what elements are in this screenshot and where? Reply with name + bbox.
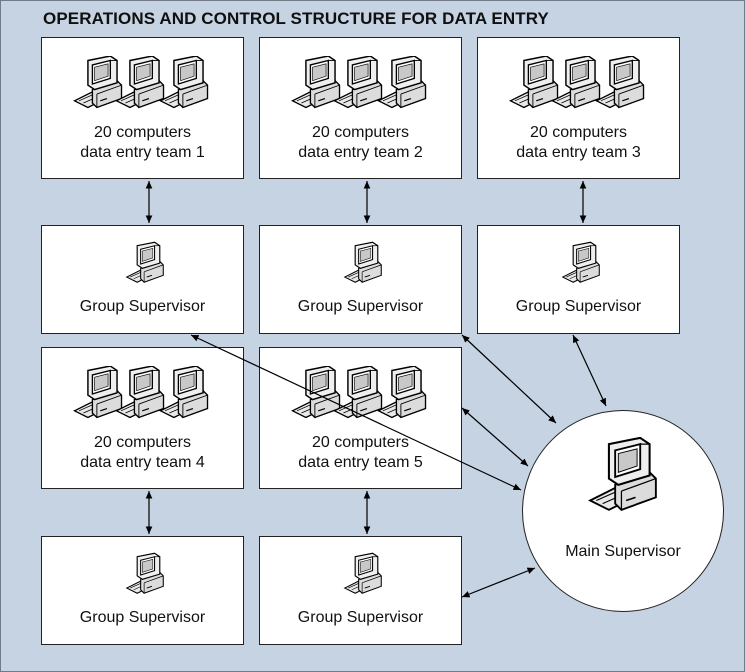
- desktop-computer-icon: [344, 552, 382, 594]
- main-supervisor-label: Main Supervisor: [565, 543, 681, 560]
- desktop-computer-icon: [126, 241, 164, 283]
- supervisor-label: Group Supervisor: [79, 609, 206, 626]
- supervisor-box-3: Group Supervisor: [477, 225, 680, 334]
- desktop-computer-icon: [562, 241, 600, 283]
- supervisor-box-1: Group Supervisor: [41, 225, 244, 334]
- desktop-computer-icon: [589, 437, 657, 511]
- supervisor-box-5: Group Supervisor: [259, 536, 462, 645]
- supervisor-label: Group Supervisor: [79, 298, 206, 315]
- computer-cluster-icon: [509, 56, 645, 109]
- supervisor-box-4: Group Supervisor: [41, 536, 244, 645]
- supervisor-box-2: Group Supervisor: [259, 225, 462, 334]
- computer-cluster-icon: [73, 56, 209, 109]
- supervisor-label: Group Supervisor: [515, 298, 642, 315]
- computer-cluster-icon: [291, 56, 427, 109]
- desktop-computer-icon: [126, 552, 164, 594]
- main-supervisor-node: Main Supervisor: [522, 410, 724, 612]
- diagram-title: OPERATIONS AND CONTROL STRUCTURE FOR DAT…: [43, 9, 549, 28]
- supervisor-label: Group Supervisor: [297, 609, 424, 626]
- desktop-computer-icon: [344, 241, 382, 283]
- supervisor-label: Group Supervisor: [297, 298, 424, 315]
- computer-cluster-icon: [73, 366, 209, 419]
- computer-cluster-icon: [291, 366, 427, 419]
